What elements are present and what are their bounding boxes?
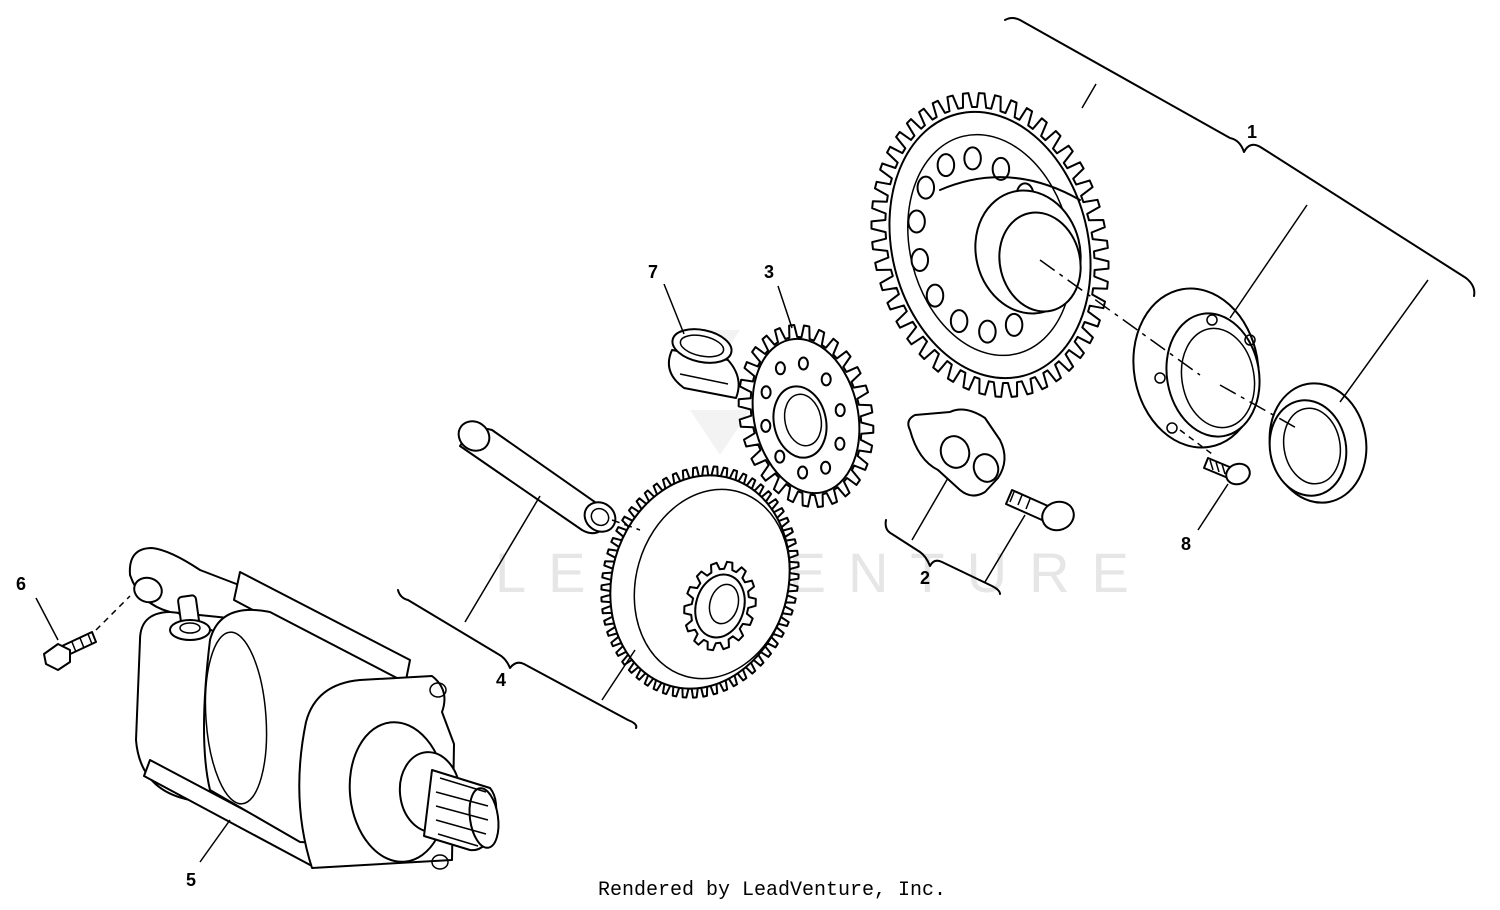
gear-hole bbox=[936, 153, 956, 178]
sprocket-hole bbox=[760, 385, 772, 400]
callout-7: 7 bbox=[648, 262, 658, 282]
reduction-gear bbox=[600, 465, 800, 699]
callout-6: 6 bbox=[16, 574, 26, 594]
sprocket-hole bbox=[797, 465, 809, 480]
idler-sprocket bbox=[737, 324, 875, 508]
sprocket-hole bbox=[760, 418, 772, 433]
bolt-8 bbox=[1203, 457, 1251, 486]
clutch-flange bbox=[1132, 287, 1261, 449]
callout-3: 3 bbox=[764, 262, 774, 282]
sprocket-hole bbox=[820, 372, 832, 387]
callout-4: 4 bbox=[496, 670, 506, 690]
one-way-clutch-ring bbox=[1268, 382, 1368, 504]
callout-bracket-1 bbox=[1004, 17, 1476, 297]
gear-hole bbox=[910, 248, 930, 272]
gear-hole bbox=[916, 175, 936, 200]
starter-clutch-gear bbox=[870, 92, 1110, 398]
callout-5: 5 bbox=[186, 870, 196, 890]
credit-text: Rendered by LeadVenture, Inc. bbox=[598, 879, 946, 902]
sprocket-hole bbox=[774, 361, 786, 376]
bolt-2 bbox=[1005, 489, 1075, 532]
sprocket-hole bbox=[834, 436, 846, 451]
callout-2: 2 bbox=[920, 568, 930, 588]
bolt-6 bbox=[43, 631, 97, 671]
gear-hole bbox=[963, 146, 982, 171]
sprocket-hole bbox=[797, 356, 809, 371]
watermark-text: LEADVENTURE bbox=[495, 541, 1151, 604]
sprocket-hole bbox=[774, 449, 786, 464]
sprocket-hole bbox=[834, 403, 846, 418]
watermark-logo bbox=[690, 330, 750, 455]
gear-hole bbox=[925, 283, 945, 308]
sprocket-hole bbox=[820, 460, 832, 475]
callout-1: 1 bbox=[1247, 122, 1257, 142]
gear-hole bbox=[978, 319, 997, 344]
gear-hole bbox=[991, 156, 1011, 181]
starter-motor bbox=[128, 547, 500, 870]
shaft-holder bbox=[907, 408, 1006, 497]
callout-bracket-4 bbox=[397, 589, 638, 729]
gear-hole bbox=[907, 209, 926, 234]
callout-bracket-2 bbox=[884, 519, 1001, 595]
gear-hole bbox=[949, 309, 969, 334]
idler-shaft bbox=[457, 420, 617, 535]
bushing-7 bbox=[668, 328, 740, 399]
callout-8: 8 bbox=[1181, 534, 1191, 554]
gear-hole bbox=[1004, 312, 1024, 337]
